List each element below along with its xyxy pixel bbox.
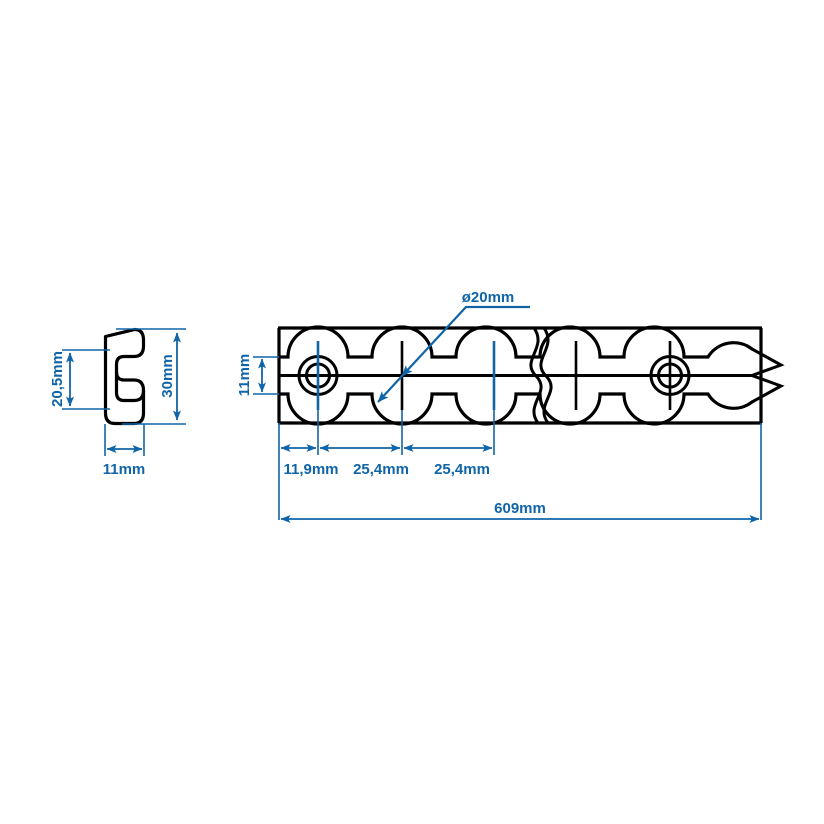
leader-line-slot-diameter-lower	[377, 375, 403, 403]
dim-label-profile-inner-height: 20,5mm	[49, 351, 66, 407]
break-line-a	[529, 327, 543, 424]
break-line-b	[539, 327, 553, 424]
leader-line-slot-diameter	[401, 305, 530, 377]
end-chevron-icon	[747, 347, 785, 404]
dim-label-pitch-1: 25,4mm	[353, 461, 409, 478]
dim-label-edge-to-first-hole: 11,9mm	[283, 461, 338, 478]
dim-label-pitch-2: 25,4mm	[434, 461, 490, 478]
dim-label-slot-diameter: ø20mm	[462, 289, 515, 306]
dim-label-neck-width: 11mm	[236, 354, 253, 397]
slot-lower-boundary	[277, 392, 754, 426]
plan-view: ø20mm 11mm 11,9mm 25,4mm 25,4mm	[236, 289, 785, 523]
cross-section-view: 30mm 20,5mm 11mm	[49, 327, 186, 478]
dim-label-overall-length: 609mm	[494, 500, 546, 517]
slot-upper-boundary	[277, 325, 754, 359]
dim-label-profile-height: 30mm	[159, 354, 176, 397]
dim-label-profile-width: 11mm	[103, 461, 146, 478]
c-profile-inner-notch	[114, 370, 146, 403]
